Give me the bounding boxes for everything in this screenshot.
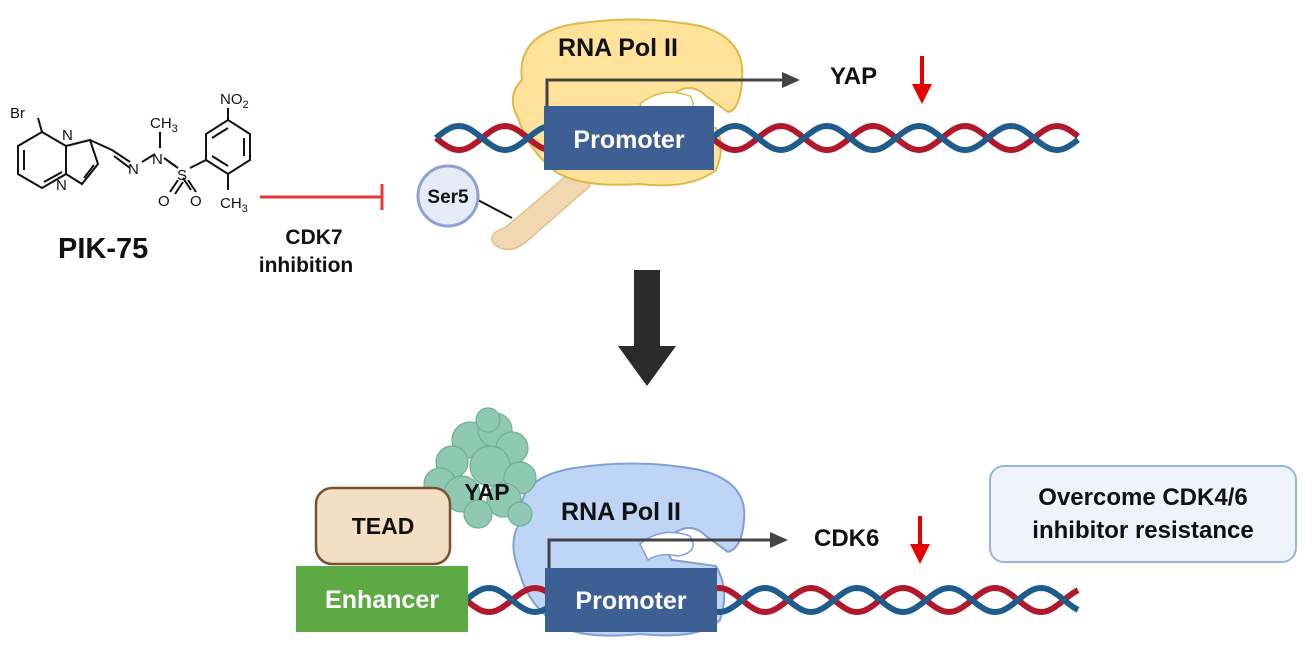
- promoter-box-bottom: [545, 568, 717, 632]
- tead-label: TEAD: [352, 513, 415, 539]
- promoter-label-bottom: Promoter: [575, 587, 686, 615]
- outcome-box: [989, 465, 1297, 563]
- yap-protein: [423, 407, 537, 529]
- ser5-circle: [416, 164, 480, 228]
- transcription-arrow-top: [545, 72, 800, 106]
- down-arrow-top: [912, 56, 932, 104]
- atom-n-hydrazone: N: [152, 151, 163, 168]
- pik75-structure: [17, 108, 251, 195]
- target-gene-bottom: CDK6: [814, 525, 879, 552]
- compound-name: PIK-75: [58, 233, 148, 265]
- tead-box: [314, 486, 452, 566]
- enhancer-box: [296, 566, 468, 632]
- inhibition-label-line1: CDK7: [285, 226, 342, 249]
- down-arrow-bottom: [910, 516, 930, 564]
- atom-nitro: NO2: [220, 91, 249, 111]
- atom-oxygen1: O: [158, 193, 170, 210]
- transcription-arrow-bottom: [547, 532, 788, 568]
- ctd-tail: [473, 173, 591, 251]
- atom-methyl-ring: CH3: [220, 195, 248, 215]
- flow-arrow: [618, 270, 676, 386]
- atom-n-ring: N: [62, 127, 73, 144]
- promoter-label-top: Promoter: [573, 126, 684, 154]
- inhibition-symbol: [260, 184, 384, 210]
- pik75-atom-labels: Br N N N N CH3 S O O NO2 CH3: [10, 91, 249, 215]
- atom-br: Br: [10, 105, 25, 122]
- dna-helix-top: [434, 122, 1080, 154]
- inhibition-label-line2: inhibition: [259, 254, 353, 277]
- atom-n-imine: N: [128, 161, 139, 178]
- atom-oxygen2: O: [190, 193, 202, 210]
- outcome-line2: inhibitor resistance: [1032, 517, 1253, 544]
- pol-label-top: RNA Pol II: [558, 34, 678, 62]
- enhancer-label: Enhancer: [325, 586, 439, 614]
- yap-protein-label: YAP: [464, 479, 509, 505]
- target-gene-top: YAP: [830, 63, 877, 90]
- pol-label-bottom: RNA Pol II: [561, 498, 681, 526]
- atom-sulfur: S: [177, 167, 187, 184]
- ser5-label: Ser5: [427, 187, 469, 208]
- outcome-line1: Overcome CDK4/6: [1038, 484, 1247, 511]
- atom-n-ring2: N: [56, 177, 67, 194]
- atom-methyl-n: CH3: [150, 115, 178, 135]
- promoter-box-top: [544, 106, 714, 170]
